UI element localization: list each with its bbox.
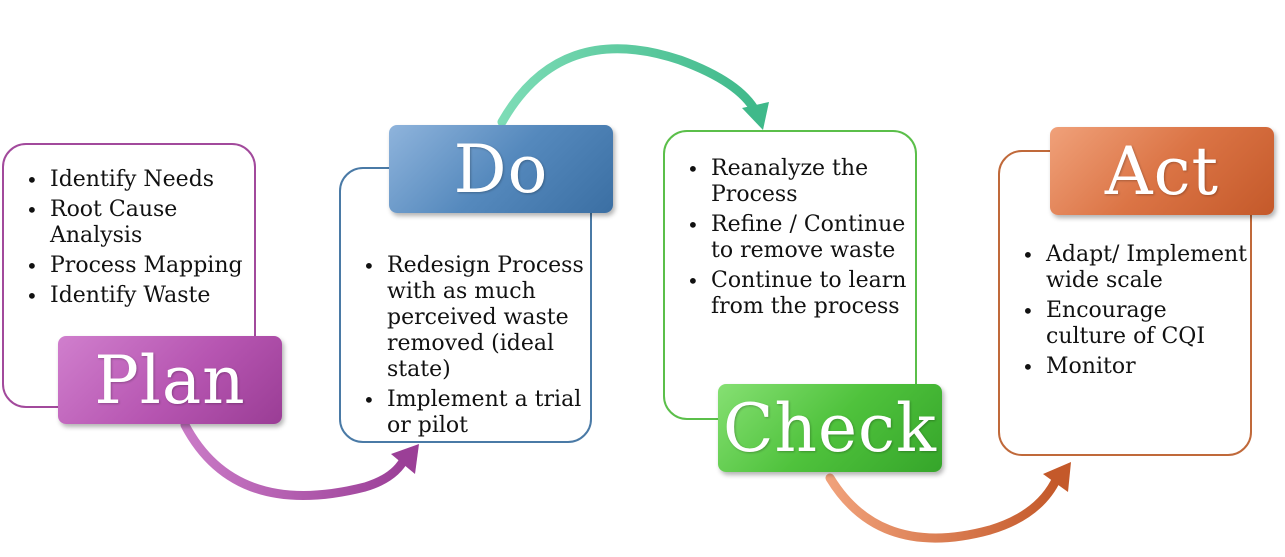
- list-item: Refine / Continue to remove waste: [687, 212, 915, 264]
- plan-list: Identify Needs Root Cause Analysis Proce…: [4, 145, 254, 309]
- list-item: Implement a trial or pilot: [363, 387, 590, 439]
- check-label: Check: [718, 384, 942, 472]
- list-item: Process Mapping: [26, 253, 254, 279]
- list-item: Identify Needs: [26, 167, 254, 193]
- list-item: Encourage culture of CQI: [1022, 298, 1250, 350]
- list-item: Monitor: [1022, 354, 1250, 380]
- arrow-check-to-act: [825, 462, 1071, 543]
- list-item: Redesign Process with as much perceived …: [363, 253, 590, 383]
- act-list: Adapt/ Implement wide scale Encourage cu…: [1000, 152, 1250, 380]
- arrow-do-to-check: [497, 44, 769, 130]
- list-item: Adapt/ Implement wide scale: [1022, 242, 1250, 294]
- check-list: Reanalyze the Process Refine / Continue …: [665, 132, 915, 320]
- act-label: Act: [1050, 127, 1274, 215]
- list-item: Root Cause Analysis: [26, 197, 254, 249]
- check-box: Reanalyze the Process Refine / Continue …: [663, 130, 917, 420]
- list-item: Continue to learn from the process: [687, 268, 915, 320]
- list-item: Identify Waste: [26, 283, 254, 309]
- do-label: Do: [389, 125, 613, 213]
- plan-label: Plan: [58, 336, 282, 424]
- list-item: Reanalyze the Process: [687, 156, 915, 208]
- do-list: Redesign Process with as much perceived …: [341, 169, 590, 439]
